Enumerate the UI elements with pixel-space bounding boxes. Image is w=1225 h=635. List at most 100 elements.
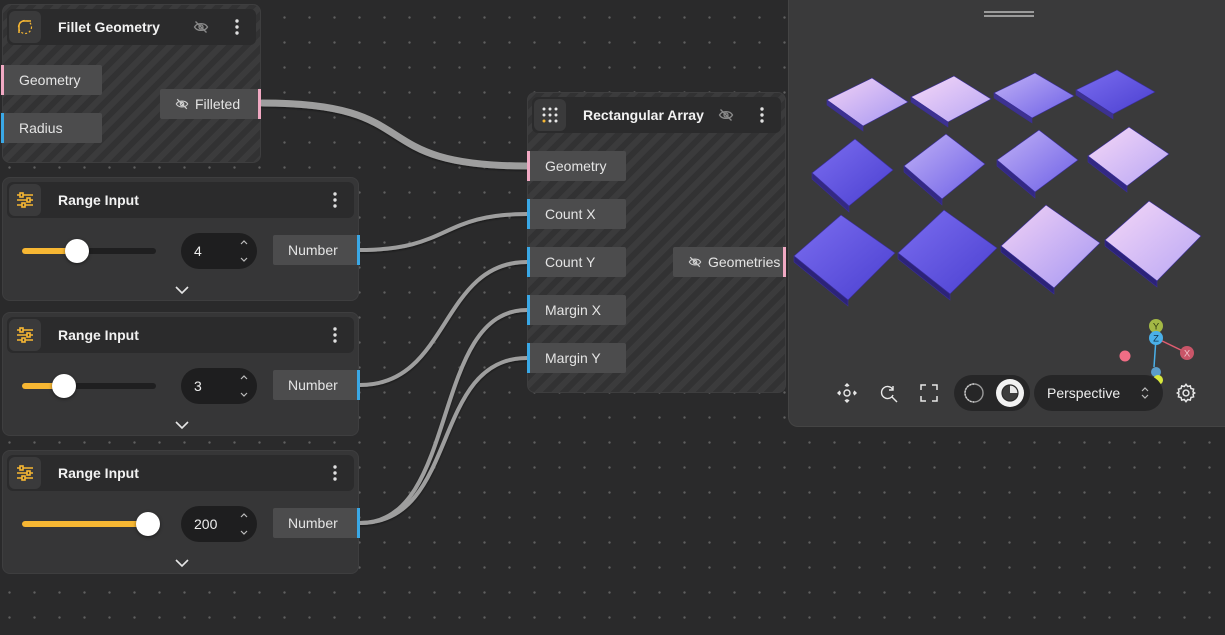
slider-thumb[interactable]: [136, 512, 160, 536]
node-title: Range Input: [58, 192, 139, 208]
chevron-down-icon[interactable]: [174, 558, 190, 568]
port-label: Number: [288, 377, 338, 393]
more-vertical-icon[interactable]: [324, 189, 346, 211]
rendered-array-scene[interactable]: [789, 60, 1225, 310]
axis-y-label: Y: [1153, 322, 1160, 333]
tile-row-middle: [811, 126, 1170, 213]
chevron-down-icon[interactable]: [174, 420, 190, 430]
node-header[interactable]: Range Input: [7, 455, 354, 491]
port-connector[interactable]: [783, 247, 786, 277]
port-label: Filleted: [195, 96, 241, 112]
eye-off-icon[interactable]: [190, 16, 212, 38]
fullscreen-icon[interactable]: [915, 379, 943, 407]
port-connector[interactable]: [527, 343, 530, 373]
eye-off-icon[interactable]: [715, 104, 737, 126]
slider-thumb[interactable]: [64, 239, 89, 263]
slider-fill: [22, 383, 64, 389]
port-connector[interactable]: [1, 65, 4, 95]
node-title: Rectangular Array: [583, 107, 704, 123]
projection-select[interactable]: Perspective: [1034, 375, 1163, 411]
port-connector[interactable]: [357, 235, 360, 265]
number-value: 4: [194, 243, 202, 259]
number-input[interactable]: 4: [181, 233, 257, 269]
port-connector[interactable]: [527, 151, 530, 181]
node-header[interactable]: Fillet Geometry: [7, 9, 256, 45]
slider-thumb[interactable]: [51, 374, 76, 398]
drag-handle[interactable]: [984, 11, 1034, 17]
port-label: Geometry: [545, 158, 607, 174]
input-port-margin-x[interactable]: Margin X: [527, 295, 626, 325]
output-port-geometries[interactable]: Geometries: [673, 247, 786, 277]
axis-neg-x[interactable]: [1119, 350, 1131, 362]
output-port-filleted[interactable]: Filleted: [160, 89, 261, 119]
range-input-node-3[interactable]: Range Input 200 Number: [2, 450, 360, 574]
more-vertical-icon[interactable]: [324, 324, 346, 346]
axis-x[interactable]: [1180, 346, 1194, 360]
spinner-arrows-icon[interactable]: [238, 371, 250, 401]
output-port-number[interactable]: Number: [273, 235, 360, 265]
port-label: Geometries: [708, 254, 781, 270]
port-label: Number: [288, 515, 338, 531]
node-header[interactable]: Rectangular Array: [532, 97, 781, 133]
node-header[interactable]: Range Input: [7, 182, 354, 218]
port-connector[interactable]: [527, 295, 530, 325]
number-value: 3: [194, 378, 202, 394]
number-value: 200: [194, 516, 218, 532]
port-connector[interactable]: [1, 113, 4, 143]
more-vertical-icon[interactable]: [226, 16, 248, 38]
more-vertical-icon[interactable]: [324, 462, 346, 484]
tile-row-front: [793, 200, 1202, 307]
rectangular-array-node[interactable]: Rectangular Array Geometry Count X Count…: [527, 92, 786, 393]
input-port-radius[interactable]: Radius: [1, 113, 102, 143]
spinner-arrows-icon[interactable]: [238, 509, 250, 539]
port-connector[interactable]: [258, 89, 261, 119]
range-input-node-1[interactable]: Range Input 4 Number: [2, 177, 360, 301]
input-port-count-x[interactable]: Count X: [527, 199, 626, 229]
orbit-icon[interactable]: [833, 379, 861, 407]
port-label: Margin X: [545, 302, 602, 318]
axis-z-label: Z: [1153, 334, 1159, 345]
port-connector[interactable]: [527, 199, 530, 229]
input-port-geometry[interactable]: Geometry: [1, 65, 102, 95]
axis-z[interactable]: [1149, 331, 1163, 345]
range-slider[interactable]: [22, 374, 156, 398]
range-slider[interactable]: [22, 512, 160, 536]
port-label: Radius: [19, 120, 63, 136]
tile-row-back: [826, 69, 1156, 132]
sliders-icon: [9, 319, 41, 351]
3d-viewport[interactable]: Y X Z Perspective: [788, 0, 1225, 427]
range-input-node-2[interactable]: Range Input 3 Number: [2, 312, 360, 436]
shaded-mode-icon[interactable]: [996, 379, 1024, 407]
range-slider[interactable]: [22, 239, 156, 263]
fillet-geometry-node[interactable]: Fillet Geometry Geometry Radius Filleted: [1, 4, 261, 163]
settings-icon[interactable]: [1172, 379, 1200, 407]
node-title: Range Input: [58, 327, 139, 343]
wire-range3-to-margin-x: [358, 308, 529, 525]
number-input[interactable]: 200: [181, 506, 257, 542]
render-mode-toggle[interactable]: [954, 375, 1030, 411]
port-connector[interactable]: [357, 508, 360, 538]
projection-value: Perspective: [1047, 385, 1121, 401]
output-port-number[interactable]: Number: [273, 370, 360, 400]
input-port-count-y[interactable]: Count Y: [527, 247, 626, 277]
chevron-down-icon[interactable]: [174, 285, 190, 295]
spinner-arrows-icon[interactable]: [238, 236, 250, 266]
more-vertical-icon[interactable]: [751, 104, 773, 126]
node-header[interactable]: Range Input: [7, 317, 354, 353]
input-port-geometry[interactable]: Geometry: [527, 151, 626, 181]
port-connector[interactable]: [357, 370, 360, 400]
grid-dots-icon: [534, 99, 566, 131]
select-arrows-icon: [1141, 387, 1149, 399]
input-port-margin-y[interactable]: Margin Y: [527, 343, 626, 373]
output-port-number[interactable]: Number: [273, 508, 360, 538]
eye-off-icon[interactable]: [175, 97, 189, 111]
wireframe-mode-icon[interactable]: [960, 379, 988, 407]
port-connector[interactable]: [527, 247, 530, 277]
sliders-icon: [9, 457, 41, 489]
axis-neg-z[interactable]: [1151, 367, 1161, 377]
node-title: Range Input: [58, 465, 139, 481]
number-input[interactable]: 3: [181, 368, 257, 404]
axis-y[interactable]: [1149, 319, 1163, 333]
eye-off-icon[interactable]: [688, 255, 702, 269]
zoom-refresh-icon[interactable]: [874, 379, 902, 407]
